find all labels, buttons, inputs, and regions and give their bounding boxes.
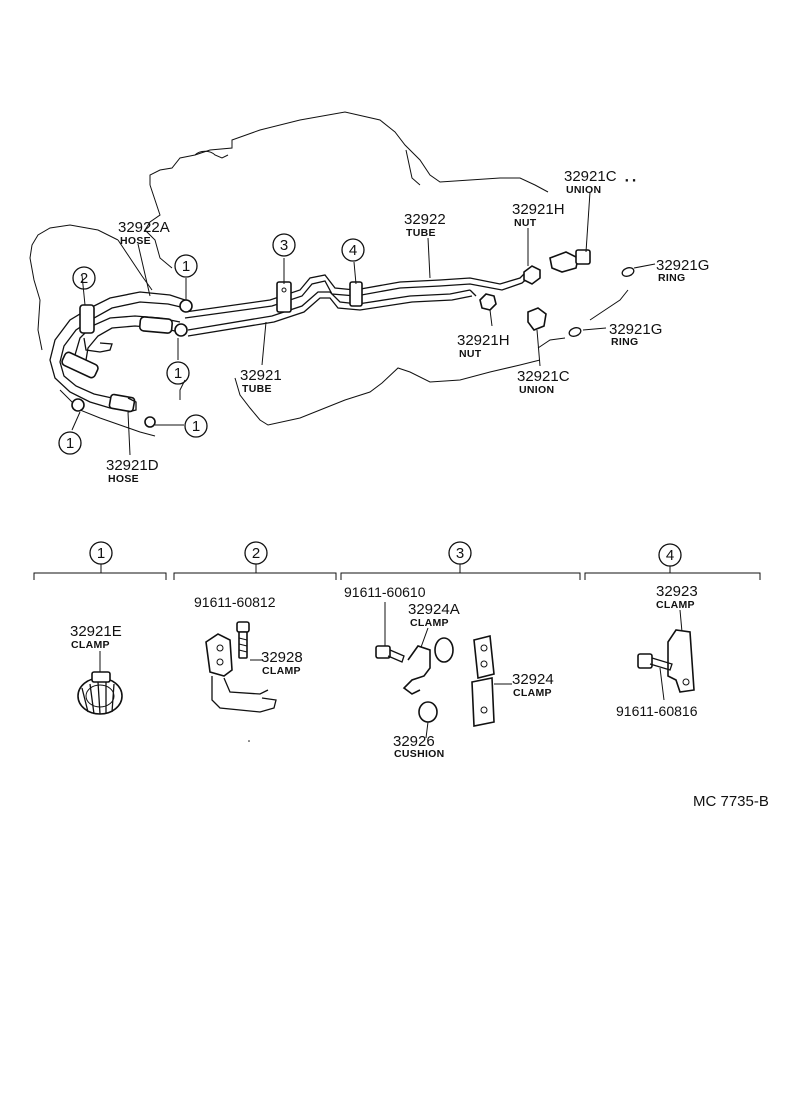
leader-lines [71,191,656,456]
part-desc-clamp-32924a: CLAMP [410,617,449,629]
bolt-number-91611-60812: 91611-60812 [194,594,276,610]
part-desc-ring-bottom: RING [611,336,638,348]
part-number-32922: 32922 [404,211,446,228]
clamp-part-32924a [402,637,454,695]
tube-assembly [49,249,635,428]
bolt-part-2 [236,621,250,659]
bolt-number-91611-60816: 91611-60816 [616,703,698,719]
part-number-32922a: 32922A [118,219,170,236]
marker-1-a: 1 [182,258,190,275]
part-number-32921c-bottom: 32921C [517,368,570,385]
part-number-32926: 32926 [393,733,435,750]
part-desc-tube-32921: TUBE [242,383,272,395]
bolt-part-4 [637,653,673,671]
part-desc-ring-top: RING [658,272,685,284]
marker-2-top: 2 [80,270,88,287]
marker-1-b: 1 [174,365,182,382]
part-number-32921h-bottom: 32921H [457,332,510,349]
part-number-32923: 32923 [656,583,698,600]
part-desc-hose-32921d: HOSE [108,473,139,485]
detail-marker-2: 2 [252,545,260,562]
bolt-number-91611-60610: 91611-60610 [344,584,426,600]
clamp-part-32924 [471,635,495,727]
detail-marker-3: 3 [456,545,464,562]
marker-1-c: 1 [192,418,200,435]
diagram-code: MC 7735-B [693,793,769,810]
part-number-32921e: 32921E [70,623,122,640]
part-desc-clamp-32928: CLAMP [262,665,301,677]
clamp-part-32928 [205,633,277,713]
part-desc-tube-32922: TUBE [406,227,436,239]
part-number-32928: 32928 [261,649,303,666]
detail-marker-4: 4 [666,547,674,564]
part-number-32924: 32924 [512,671,554,688]
part-number-32924a: 32924A [408,601,460,618]
detail-2: 91611-60812 32928 CLAMP [194,594,303,713]
detail-1: 32921E CLAMP [70,623,123,715]
callouts-top: 32921C . . UNION 32922 TUBE 32921H NUT 3… [106,168,709,485]
part-number-32921c-top: 32921C [564,168,617,185]
detail-3: 91611-60610 32924A CLAMP 32926 CUSHION 3… [344,584,554,760]
engine-outline [29,111,629,437]
part-number-32921: 32921 [240,367,282,384]
markers-top: 2 1 3 4 1 1 1 [58,233,365,455]
part-desc-union-top: UNION [566,184,601,196]
detail-headers: 1 2 3 4 [33,541,761,580]
marker-1-d: 1 [66,435,74,452]
part-desc-nut-bottom: NUT [459,348,482,360]
svg-text:. .: . . [625,169,636,184]
marker-4-top: 4 [349,242,357,259]
part-desc-cushion-32926: CUSHION [394,748,445,760]
part-number-32921h-top: 32921H [512,201,565,218]
bolt-part-3 [375,645,405,663]
part-desc-union-bottom: UNION [519,384,554,396]
part-desc-clamp-32924: CLAMP [513,687,552,699]
hose-clamp-part [77,671,123,715]
part-desc-clamp-32921e: CLAMP [71,639,110,651]
part-desc-hose-32922a: HOSE [120,235,151,247]
cushion-part-32926 [418,701,438,723]
marker-3-top: 3 [280,237,288,254]
clamp-part-32923 [667,629,695,693]
detail-4: 32923 CLAMP 91611-60816 [616,583,698,719]
part-number-32921d: 32921D [106,457,159,474]
part-number-32921g-bottom: 32921G [609,321,662,338]
detail-marker-1: 1 [97,545,105,562]
part-desc-nut-top: NUT [514,217,537,229]
part-desc-clamp-32923: CLAMP [656,599,695,611]
part-number-32921g-top: 32921G [656,257,709,274]
